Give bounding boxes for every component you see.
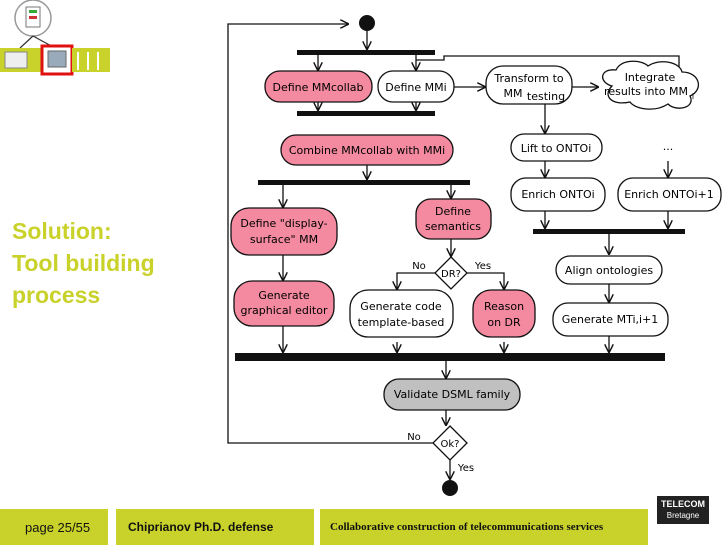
node-validate: Validate DSML family xyxy=(383,378,521,411)
svg-text:Transform to: Transform to xyxy=(493,72,564,85)
svg-text:Generate code: Generate code xyxy=(360,300,442,313)
svg-text:surface" MM: surface" MM xyxy=(250,233,318,246)
node-reason-dr: Reason on DR xyxy=(472,289,536,338)
node-define-mmcollab: Define MMcollab xyxy=(264,70,373,103)
decision-ok: Ok? xyxy=(432,425,468,461)
svg-text:Enrich ONTOi: Enrich ONTOi xyxy=(521,188,594,201)
svg-text:Ok?: Ok? xyxy=(441,439,460,450)
svg-text:Integrate: Integrate xyxy=(625,71,676,84)
join-bar-1 xyxy=(297,111,435,116)
label-yes-2: Yes xyxy=(457,463,474,474)
svg-text:MM: MM xyxy=(504,87,523,100)
footer-talk-title: Collaborative construction of telecommun… xyxy=(320,509,648,545)
svg-text:Lift to ONTOi: Lift to ONTOi xyxy=(521,142,592,155)
node-transform: Transform to MM testing xyxy=(485,65,573,105)
svg-text:Define MMi: Define MMi xyxy=(385,81,446,94)
node-align-ontologies: Align ontologies xyxy=(555,255,663,285)
svg-text:Generate: Generate xyxy=(258,289,310,302)
logo-line-1: TELECOM xyxy=(661,499,705,509)
svg-text:testing: testing xyxy=(527,90,565,103)
node-generate-mt: Generate MTi,i+1 xyxy=(552,302,669,337)
node-integrate-cloud: Integrate results into MM i xyxy=(602,60,700,110)
slide-title-line-3: process xyxy=(12,282,101,308)
svg-text:Define MMcollab: Define MMcollab xyxy=(273,81,364,94)
svg-text:Define "display-: Define "display- xyxy=(240,217,327,230)
node-enrich-onto-i: Enrich ONTOi xyxy=(510,177,606,212)
telecom-bretagne-logo: TELECOM Bretagne xyxy=(657,496,709,524)
left-panel: Solution: Tool building process xyxy=(0,0,210,505)
node-generate-code: Generate code template-based xyxy=(349,289,454,338)
activity-diagram: Define MMcollab Define MMi Transform to … xyxy=(227,15,722,496)
slide-title-line-1: Solution: xyxy=(12,218,112,244)
svg-text:results into MM: results into MM xyxy=(604,85,688,98)
node-define-semantics: Define semantics xyxy=(415,198,492,240)
label-no-2: No xyxy=(407,432,421,443)
slide-title-line-2: Tool building xyxy=(12,250,155,276)
logo-line-2: Bretagne xyxy=(666,511,700,520)
fork-bar-1 xyxy=(297,50,435,55)
svg-text:Enrich ONTOi+1: Enrich ONTOi+1 xyxy=(624,188,714,201)
svg-text:Define: Define xyxy=(435,205,471,218)
label-no-1: No xyxy=(412,261,426,272)
footer-author: Chiprianov Ph.D. defense xyxy=(116,509,314,545)
svg-text:semantics: semantics xyxy=(425,220,481,233)
svg-text:i: i xyxy=(692,92,694,101)
svg-text:Validate DSML family: Validate DSML family xyxy=(394,388,511,401)
node-define-mmi: Define MMi xyxy=(377,70,455,103)
svg-text:Combine MMcollab with MMi: Combine MMcollab with MMi xyxy=(289,144,445,157)
svg-text:Align ontologies: Align ontologies xyxy=(565,264,653,277)
node-combine: Combine MMcollab with MMi xyxy=(280,134,454,166)
join-bar-final xyxy=(235,353,665,361)
end-node xyxy=(442,480,458,496)
svg-text:Generate MTi,i+1: Generate MTi,i+1 xyxy=(562,313,659,326)
svg-text:Reason: Reason xyxy=(484,300,524,313)
join-bar-ontology xyxy=(533,229,685,234)
decision-dr: DR? xyxy=(434,256,468,290)
svg-text:DR?: DR? xyxy=(441,269,461,280)
footer: page 25/55 Chiprianov Ph.D. defense Coll… xyxy=(0,505,728,546)
slide-title: Solution: Tool building process xyxy=(12,215,207,311)
page-number: page 25/55 xyxy=(0,509,108,545)
label-yes-1: Yes xyxy=(474,261,491,272)
svg-text:on DR: on DR xyxy=(487,316,521,329)
node-generate-editor: Generate graphical editor xyxy=(233,280,335,327)
start-node xyxy=(359,15,375,31)
tool-thumbnail-icon xyxy=(0,0,110,76)
ellipsis-label: ... xyxy=(663,140,674,153)
node-lift-onto: Lift to ONTOi xyxy=(510,133,603,162)
node-enrich-onto-i1: Enrich ONTOi+1 xyxy=(617,177,722,212)
svg-text:template-based: template-based xyxy=(358,316,445,329)
fork-bar-2 xyxy=(258,180,470,185)
svg-text:graphical editor: graphical editor xyxy=(241,304,328,317)
node-define-display-surface: Define "display- surface" MM xyxy=(230,207,338,256)
